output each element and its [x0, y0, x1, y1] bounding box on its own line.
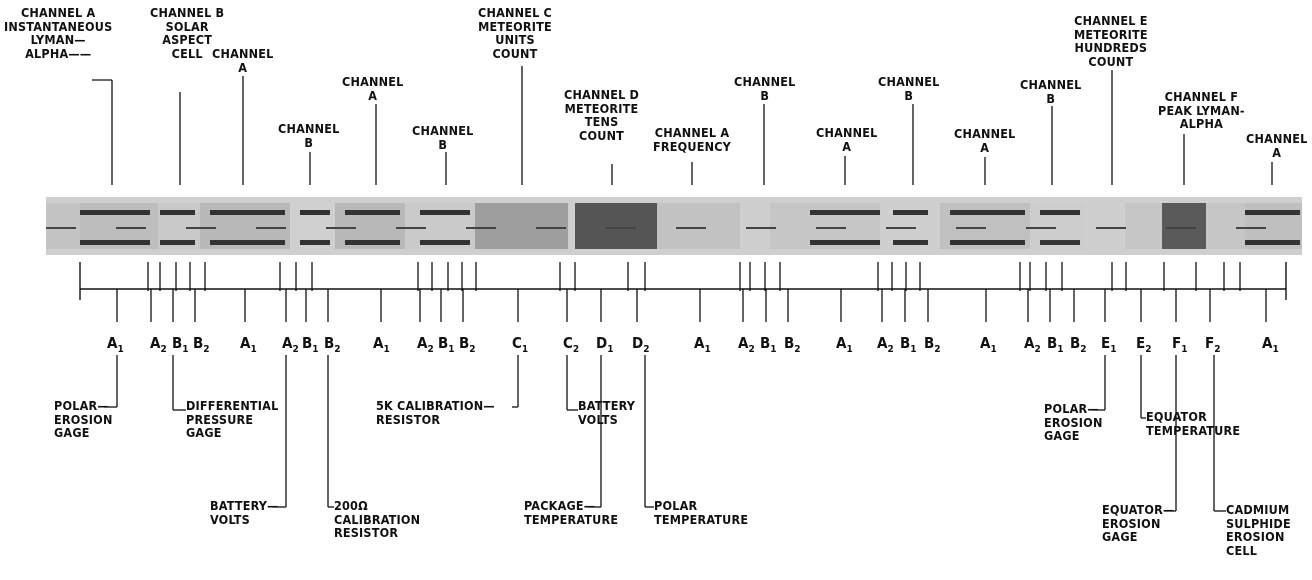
subdivision-label: B1: [302, 334, 319, 352]
strip-band: [160, 240, 195, 245]
label-channel-b: CHANNEL B: [412, 124, 473, 151]
strip-band: [420, 240, 470, 245]
strip-band: [345, 210, 400, 215]
strip-band: [345, 240, 400, 245]
subdivision-label: B1: [900, 334, 917, 352]
strip-band: [810, 210, 880, 215]
subdivision-label: A1: [1262, 334, 1279, 352]
label-channel-b: CHANNEL B: [878, 75, 939, 102]
strip-band: [300, 240, 330, 245]
subdivision-label: A1: [694, 334, 711, 352]
label-200-ohm-calibration-resistor: 200Ω CALIBRATION RESISTOR: [334, 499, 420, 540]
label-cadmium-sulphide-erosion-cell: CADMIUM SULPHIDE EROSION CELL: [1226, 503, 1291, 557]
subdivision-label: C2: [563, 334, 579, 352]
subdivision-label: B1: [172, 334, 189, 352]
strip-band: [80, 240, 150, 245]
label-channel-b: CHANNEL B: [734, 75, 795, 102]
strip-band: [893, 240, 928, 245]
strip-band: [1040, 240, 1080, 245]
strip-band: [210, 210, 285, 215]
subdivision-label: E2: [1136, 334, 1152, 352]
subdivision-label: A1: [373, 334, 390, 352]
subdivision-label: F1: [1172, 334, 1188, 352]
strip-band: [80, 210, 150, 215]
label-equator-temperature: EQUATOR TEMPERATURE: [1146, 410, 1240, 437]
label-channel-a: CHANNEL A: [954, 127, 1015, 154]
label-channel-d-meteorite-tens-count: CHANNEL D METEORITE TENS COUNT: [564, 88, 639, 142]
strip-band: [210, 240, 285, 245]
subdivision-label: A2: [282, 334, 299, 352]
strip-band: [893, 210, 928, 215]
strip-segment: [1162, 203, 1206, 249]
subdivision-label: C1: [512, 334, 528, 352]
subdivision-label: A2: [417, 334, 434, 352]
subdivision-label: A2: [1024, 334, 1041, 352]
subdivision-label: B2: [193, 334, 210, 352]
subdivision-label: B2: [784, 334, 801, 352]
strip-band: [1245, 240, 1300, 245]
label-polar-temperature: POLAR TEMPERATURE: [654, 499, 748, 526]
label-polar-erosion-gage: POLAR— EROSION GAGE: [54, 399, 113, 440]
label-channel-a: CHANNEL A: [342, 75, 403, 102]
label-channel-a: CHANNEL A: [212, 47, 273, 74]
subdivision-label: D2: [632, 334, 649, 352]
strip-band: [160, 210, 195, 215]
label-channel-a: CHANNEL A: [1246, 132, 1307, 159]
subdivision-label: A2: [150, 334, 167, 352]
strip-segment: [575, 203, 657, 249]
label-battery-volts: BATTERY— VOLTS: [210, 499, 279, 526]
subdivision-label: B1: [1047, 334, 1064, 352]
subdivision-label: B1: [760, 334, 777, 352]
subdivision-label: B2: [459, 334, 476, 352]
subdivision-label: A1: [980, 334, 997, 352]
subdivision-label: B2: [924, 334, 941, 352]
subdivision-label: A1: [836, 334, 853, 352]
subdivision-label: A1: [107, 334, 124, 352]
strip-band: [810, 240, 880, 245]
label-channel-b: CHANNEL B: [1020, 78, 1081, 105]
strip-band: [1040, 210, 1080, 215]
label-polar-erosion-gage-2: POLAR— EROSION GAGE: [1044, 402, 1103, 443]
strip-segment: [46, 203, 80, 249]
label-equator-erosion-gage: EQUATOR— EROSION GAGE: [1102, 503, 1174, 544]
label-channel-f-peak-lyman-alpha: CHANNEL F PEAK LYMAN- ALPHA: [1158, 90, 1245, 131]
subdivision-label: F2: [1205, 334, 1221, 352]
subdivision-label: E1: [1101, 334, 1117, 352]
label-channel-c-meteorite-units-count: CHANNEL C METEORITE UNITS COUNT: [478, 6, 552, 60]
subdivision-label: B2: [1070, 334, 1087, 352]
strip-band: [950, 210, 1025, 215]
label-differential-pressure-gage: DIFFERENTIAL PRESSURE GAGE: [186, 399, 278, 440]
timing-axis: [80, 262, 1286, 322]
label-channel-b: CHANNEL B: [278, 122, 339, 149]
subdivision-label: B2: [324, 334, 341, 352]
label-channel-a: CHANNEL A: [816, 126, 877, 153]
label-battery-volts-2: BATTERY VOLTS: [578, 399, 635, 426]
subdivision-label: A2: [877, 334, 894, 352]
label-5k-calibration-resistor: 5K CALIBRATION— RESISTOR: [376, 399, 495, 426]
subdivision-label: D1: [596, 334, 613, 352]
subdivision-label: B1: [438, 334, 455, 352]
strip-band: [420, 210, 470, 215]
label-channel-a-frequency: CHANNEL A FREQUENCY: [653, 126, 731, 153]
strip-segment: [475, 203, 568, 249]
label-package-temperature: PACKAGE— TEMPERATURE: [524, 499, 618, 526]
strip-band: [300, 210, 330, 215]
label-channel-a-instantaneous-lyman-alpha: CHANNEL A INSTANTANEOUS LYMAN— ALPHA——: [4, 6, 112, 60]
label-channel-e-meteorite-hundreds-count: CHANNEL E METEORITE HUNDREDS COUNT: [1074, 14, 1148, 68]
telemetry-record-strip: [46, 197, 1302, 255]
subdivision-label: A1: [240, 334, 257, 352]
subdivision-label: A2: [738, 334, 755, 352]
strip-band: [1245, 210, 1300, 215]
strip-band: [950, 240, 1025, 245]
strip-segment: [657, 203, 740, 249]
